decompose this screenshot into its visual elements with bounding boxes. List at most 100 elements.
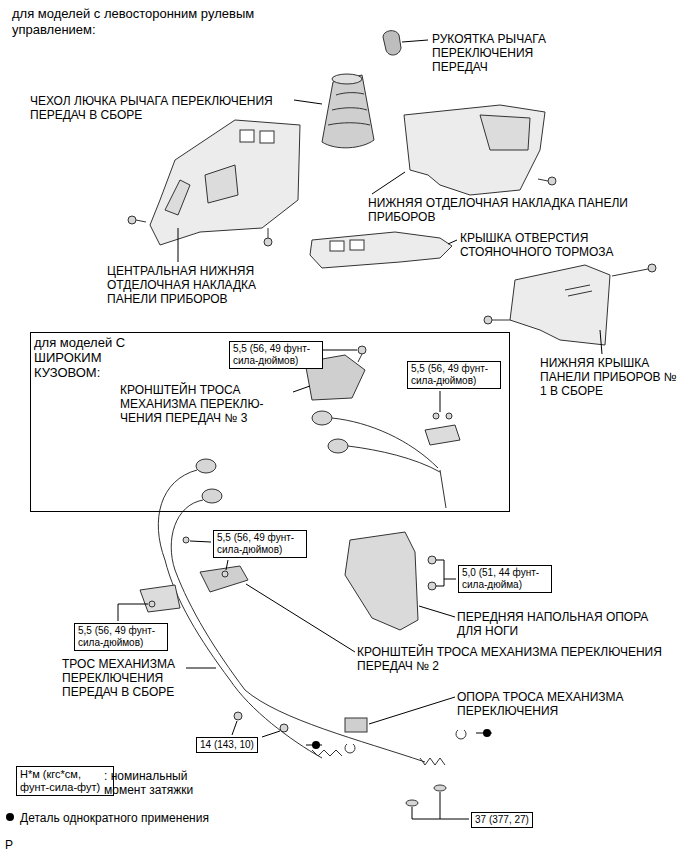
frame-heading: для моделей С ШИРОКИМ КУЗОВОМ:: [31, 333, 149, 382]
leader-line: [412, 792, 469, 819]
variant-frame: для моделей С ШИРОКИМ КУЗОВОМ: 5,5 (56, 4…: [30, 332, 510, 512]
page-mark: P: [5, 838, 25, 852]
torque-value: 5,5 (56, 49 фунт-сила-дюймов): [233, 343, 319, 367]
leader-line: [369, 697, 455, 724]
leader-line: [318, 350, 357, 351]
shift-cable-bracket-no2: [222, 571, 228, 577]
shift-cable-support: [280, 724, 288, 732]
leader-line: [436, 560, 456, 586]
center-lower-trim: [240, 130, 254, 142]
torque-value: 14 (143, 10): [200, 739, 254, 751]
leader-line: [372, 172, 405, 194]
leader-line: [186, 668, 216, 669]
leader-line: [600, 330, 602, 354]
shift-cable-bracket-no3: [328, 439, 348, 453]
model-note: для моделей с левосторонним рулевым упра…: [12, 6, 312, 38]
leader-line: [448, 240, 457, 244]
center-lower-trim: [205, 165, 238, 203]
shift-cable-bracket-no3: [312, 411, 332, 425]
bolt: [492, 320, 510, 321]
bolt: [648, 264, 656, 272]
torque-box: 37 (377, 27): [471, 812, 533, 828]
shift-cable-support: [234, 712, 367, 732]
part-name: КРЫШКА ОТВЕРСТИЯ СТОЯНОЧНОГО ТОРМОЗА: [460, 231, 660, 259]
shift-cable-assembly: [171, 500, 425, 762]
legend-dot: [4, 811, 16, 823]
shift-boot: [322, 75, 374, 148]
legend-dot: [6, 813, 14, 821]
lower-finish-panel: [480, 115, 530, 150]
shift-cable-bracket-no3: [358, 354, 362, 362]
leader-line: [118, 604, 148, 621]
part-name: ПЕРЕДНЯЯ НАПОЛЬНАЯ ОПОРА ДЛЯ НОГИ: [457, 610, 667, 638]
part-name: ЦЕНТРАЛЬНАЯ НИЖНЯЯ ОТДЕЛОЧНАЯ НАКЛАДКА П…: [107, 264, 287, 306]
part-name: НИЖНЯЯ ОТДЕЛОЧНАЯ НАКЛАДКА ПАНЕЛИ ПРИБОР…: [368, 196, 683, 224]
part-name: РУКОЯТКА РЫЧАГА ПЕРЕКЛЮЧЕНИЯ ПЕРЕДАЧ: [432, 32, 572, 74]
bolt: [484, 316, 492, 324]
shift-knob: [383, 31, 401, 55]
lower-finish-panel: [404, 105, 545, 195]
shift-cable-support: [345, 718, 367, 732]
leader-line: [178, 228, 179, 262]
torque-box: 5,0 (51, 44 фунт-сила-дюйма): [458, 565, 552, 593]
lower-finish-panel: [404, 105, 545, 195]
unit-note: : номинальный момент затяжки: [104, 769, 229, 797]
bolt: [268, 228, 269, 238]
center-lower-trim: [150, 120, 300, 245]
part-name: ТРОС МЕХАНИЗМА ПЕРЕКЛЮЧЕНИЯ ПЕРЕДАЧ В СБ…: [62, 657, 184, 699]
shift-cable-assembly: [434, 785, 446, 791]
shift-knob: [383, 31, 401, 55]
leader-line: [232, 721, 280, 737]
part-name: ЧЕХОЛ ЛЮЧКА РЫЧАГА ПЕРЕКЛЮЧЕНИЯ ПЕРЕДАЧ …: [30, 94, 305, 122]
torque-value: 5,5 (56, 49 фунт-сила-дюймов): [78, 625, 164, 649]
shift-cable-bracket-no2: [140, 585, 180, 612]
torque-box: 5,5 (56, 49 фунт-сила-дюймов): [407, 361, 501, 389]
torque-box: 5,5 (56, 49 фунт-сила-дюймов): [74, 623, 168, 651]
parking-brake-hole-cover: [310, 232, 452, 268]
shift-cable-bracket-no3: [358, 346, 366, 354]
part-name: КРОНШТЕЙН ТРОСА МЕХАНИЗМА ПЕРЕКЛЮЧЕНИЯ П…: [357, 645, 682, 673]
part-name: НИЖНЯЯ КРЫШКА ПАНЕЛИ ПРИБОРОВ № 1 В СБОР…: [540, 356, 685, 398]
leader-line: [306, 733, 492, 745]
shift-cable-support: [234, 712, 242, 720]
leader-line: [294, 100, 322, 104]
shift-cable-bracket-no3: [433, 413, 439, 419]
leader-line: [246, 584, 355, 652]
legend-entry: Деталь однократного применения: [4, 811, 209, 825]
leader-line: [402, 40, 428, 42]
lower-cover-no1: [565, 285, 592, 296]
lower-cover-no1: [510, 265, 610, 345]
torque-box: 5,5 (56, 49 фунт-сила-дюймов): [213, 530, 307, 558]
shift-cable-assembly: [420, 758, 445, 765]
shift-boot: [322, 74, 374, 148]
shift-cable-assembly: [456, 730, 466, 739]
shift-boot: [328, 93, 370, 125]
shift-cable-bracket-no2: [149, 601, 155, 607]
parking-brake-hole-cover: [330, 241, 344, 251]
center-lower-trim: [165, 180, 190, 215]
bolt: [538, 179, 548, 181]
front-floor-footrest: [428, 556, 436, 564]
shift-cable-assembly: [345, 744, 355, 753]
center-lower-trim: [260, 131, 274, 143]
torque-value: 5,5 (56, 49 фунт-сила-дюймов): [217, 532, 303, 556]
shift-cable-bracket-no3: [425, 425, 460, 445]
front-floor-footrest: [428, 582, 436, 590]
parking-brake-hole-cover: [310, 232, 452, 268]
torque-value: Н*м (кгс*см, фунт-сила-фут): [20, 768, 110, 794]
bolt: [548, 177, 556, 185]
shift-cable-assembly: [202, 489, 222, 503]
leader-line: [419, 606, 455, 617]
bolt: [612, 269, 648, 276]
shift-cable-bracket-no2: [200, 566, 248, 592]
bolt: [264, 238, 272, 246]
front-floor-footrest: [345, 532, 436, 630]
torque-box: 14 (143, 10): [196, 737, 258, 753]
leader-line: [440, 391, 441, 412]
torque-value: 37 (377, 27): [475, 814, 529, 826]
torque-value: 5,0 (51, 44 фунт-сила-дюйма): [462, 567, 548, 591]
bolt: [128, 216, 136, 224]
shift-cable-bracket-no2: [183, 537, 189, 543]
